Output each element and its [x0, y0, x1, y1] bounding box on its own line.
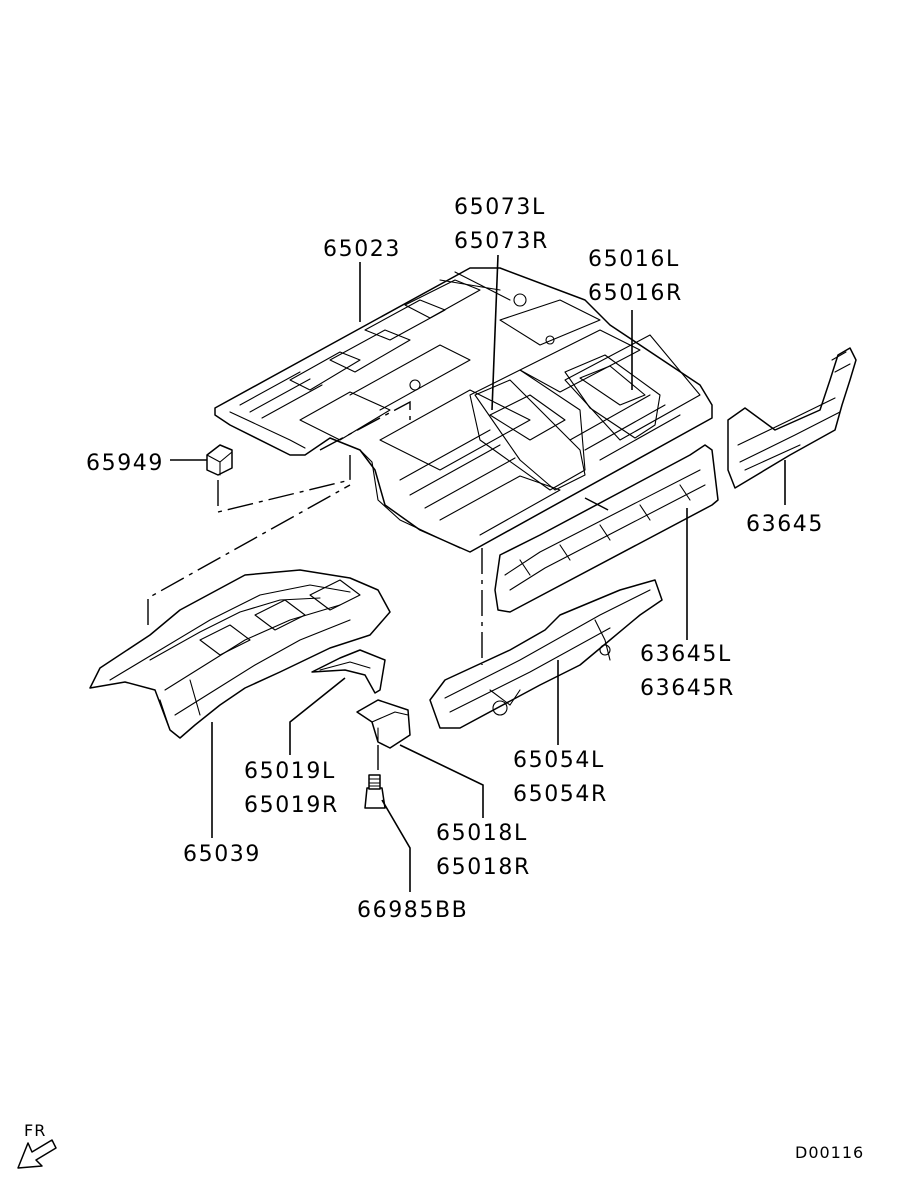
- bolt-part[interactable]: [364, 774, 386, 809]
- label-65018R: 65018R: [436, 855, 531, 880]
- label-65073R: 65073R: [454, 229, 549, 254]
- label-65023: 65023: [323, 237, 401, 262]
- label-65018L: 65018L: [436, 821, 528, 846]
- label-63645: 63645: [746, 512, 824, 537]
- leader-65073: [491, 254, 499, 411]
- assembly-line-sill: [584, 497, 613, 513]
- label-65039: 65039: [183, 842, 261, 867]
- assembly-line-floor: [319, 400, 411, 451]
- label-63645L: 63645L: [640, 642, 732, 667]
- assembly-line-front-floor: [147, 484, 351, 625]
- assembly-line-bracket: [217, 455, 351, 513]
- direction-label: FR: [24, 1121, 46, 1140]
- label-66985BB: 66985BB: [357, 898, 468, 923]
- label-63645R: 63645R: [640, 676, 735, 701]
- front-direction-arrow-icon: [17, 1139, 57, 1169]
- mount-bracket-part[interactable]: [356, 699, 411, 749]
- label-65019L: 65019L: [244, 759, 336, 784]
- label-65054R: 65054R: [513, 782, 608, 807]
- label-65019R: 65019R: [244, 793, 339, 818]
- diagram-code: D00116: [795, 1143, 864, 1162]
- label-65054L: 65054L: [513, 748, 605, 773]
- floor-pan-part[interactable]: [214, 267, 713, 553]
- side-sill-part[interactable]: [494, 444, 719, 613]
- gusset-part[interactable]: [311, 649, 386, 694]
- bracket-part-65949[interactable]: [206, 444, 233, 476]
- label-65016L: 65016L: [588, 247, 680, 272]
- leader-65018: [399, 744, 484, 818]
- side-member-part[interactable]: [429, 579, 663, 729]
- front-floor-part[interactable]: [89, 569, 391, 739]
- leader-65019: [289, 677, 346, 755]
- side-sill-outer-part[interactable]: [727, 347, 857, 489]
- label-65073L: 65073L: [454, 195, 546, 220]
- leader-66985: [381, 799, 411, 892]
- label-65949: 65949: [86, 451, 164, 476]
- label-65016R: 65016R: [588, 281, 683, 306]
